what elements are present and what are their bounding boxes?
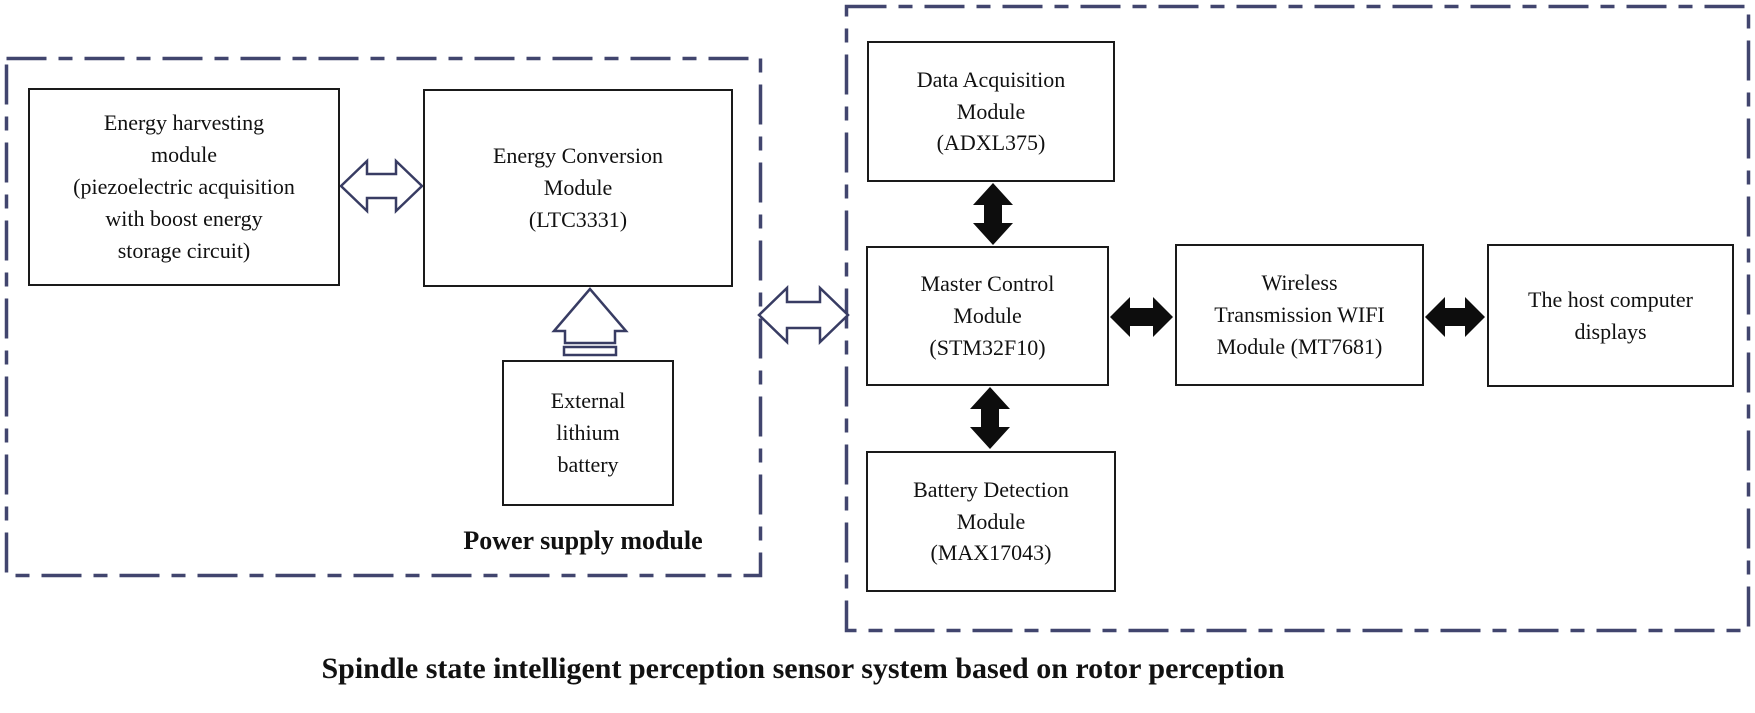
energy-conversion-module-label: Energy Conversion Module (LTC3331) [492, 143, 664, 232]
battery-detection-module-label: Battery Detection Module (MAX17043) [913, 476, 1069, 566]
sensor-system-dashed-frame [844, 4, 1751, 633]
external-lithium-battery-label: External lithium battery [550, 388, 626, 477]
hollow-up-arrow-base-bar [562, 345, 618, 357]
energy-harvesting-module-label: Energy harvesting module (piezoelectric … [73, 110, 295, 263]
wireless-transmission-module-label: Wireless Transmission WIFI Module (MT768… [1214, 270, 1385, 359]
master-control-module-label: Master Control Module (STM32F10) [920, 271, 1055, 360]
hollow-double-arrow-between-frames-icon [757, 285, 850, 345]
power-supply-module-title: Power supply module [463, 526, 703, 555]
host-computer-box: The host computer displays [1487, 244, 1734, 387]
hollow-up-arrow-icon [551, 287, 629, 345]
black-vertical-double-arrow-bottom-icon [970, 387, 1010, 449]
black-vertical-double-arrow-top-icon [973, 183, 1013, 245]
hollow-double-arrow-icon [339, 158, 424, 214]
data-acquisition-module-label: Data Acquisition Module (ADXL375) [916, 66, 1066, 156]
energy-harvesting-module-box: Energy harvesting module (piezoelectric … [28, 88, 340, 286]
wireless-transmission-module-box: Wireless Transmission WIFI Module (MT768… [1175, 244, 1424, 386]
master-control-module-box: Master Control Module (STM32F10) [866, 246, 1109, 386]
host-computer-label: The host computer displays [1528, 286, 1693, 344]
diagram-caption: Spindle state intelligent perception sen… [321, 652, 1285, 685]
battery-detection-module-box: Battery Detection Module (MAX17043) [866, 451, 1116, 592]
power-supply-dashed-frame [4, 56, 763, 578]
black-horizontal-double-arrow-right-icon [1425, 297, 1485, 337]
data-acquisition-module-box: Data Acquisition Module (ADXL375) [867, 41, 1115, 182]
external-lithium-battery-box: External lithium battery [502, 360, 674, 506]
energy-conversion-module-box: Energy Conversion Module (LTC3331) [423, 89, 733, 287]
black-horizontal-double-arrow-left-icon [1110, 297, 1173, 337]
